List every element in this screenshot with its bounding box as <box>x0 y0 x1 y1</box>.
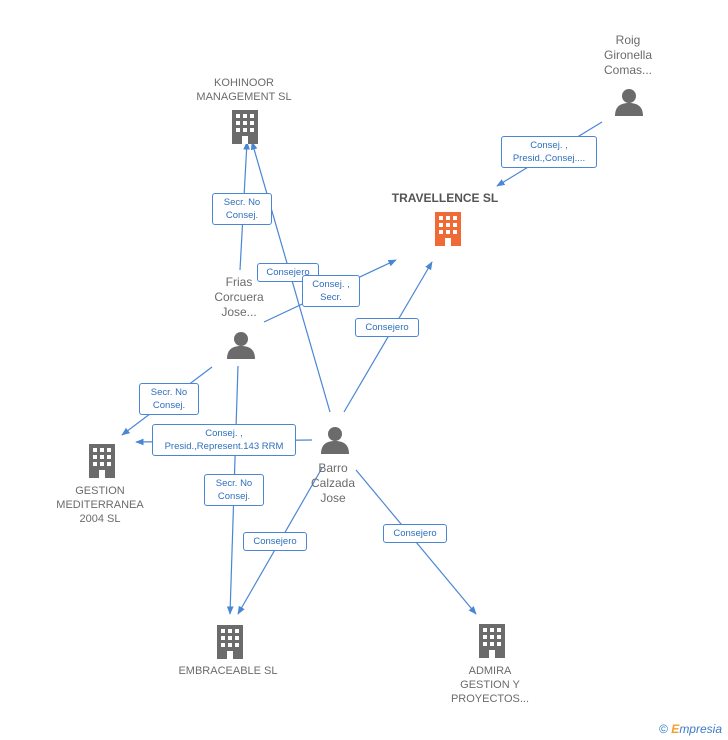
brand-logo-letter: E <box>671 722 680 736</box>
node-gestion-label[interactable]: GESTION MEDITERRANEA 2004 SL <box>56 485 144 525</box>
node-embraceable-label[interactable]: EMBRACEABLE SL <box>178 665 278 677</box>
edge-label-roig-travellence[interactable]: Consej. , Presid.,Consej.... <box>501 136 597 168</box>
brand-name: mpresia <box>679 722 722 736</box>
edge-label-frias-kohinoor[interactable]: Secr. No Consej. <box>212 193 272 225</box>
edge-label-barro-embraceable[interactable]: Consejero <box>243 532 307 551</box>
edge-label-frias-travellence[interactable]: Consej. , Secr. <box>302 275 360 307</box>
node-kohinoor-label[interactable]: KOHINOOR MANAGEMENT SL <box>196 77 292 103</box>
kohinoor-building-icon <box>232 110 258 144</box>
edge-label-barro-gestion[interactable]: Consej. , Presid.,Represent.143 RRM <box>152 424 296 456</box>
edge-label-frias-embraceable[interactable]: Secr. No Consej. <box>204 474 264 506</box>
edge-barro-travellence <box>343 261 433 413</box>
node-admira-label[interactable]: ADMIRA GESTION Y PROYECTOS... <box>450 665 530 705</box>
node-frias-label[interactable]: Frias Corcuera Jose... <box>214 275 264 319</box>
embraceable-building-icon <box>217 625 243 659</box>
edge-label-barro-travellence[interactable]: Consejero <box>355 318 419 337</box>
barro-person-icon <box>321 427 349 454</box>
edge-label-frias-gestion[interactable]: Secr. No Consej. <box>139 383 199 415</box>
frias-person-icon <box>227 332 255 359</box>
admira-building-icon <box>479 624 505 658</box>
roig-person-icon <box>615 89 643 116</box>
node-barro-label[interactable]: Barro Calzada Jose <box>310 461 356 505</box>
brand-footer[interactable]: © Empresia <box>659 722 722 736</box>
gestion-building-icon <box>89 444 115 478</box>
copyright-symbol: © <box>659 722 668 736</box>
node-roig-label[interactable]: Roig Gironella Comas... <box>603 33 653 77</box>
travellence-building-icon <box>435 212 461 246</box>
edge-label-barro-admira[interactable]: Consejero <box>383 524 447 543</box>
node-travellence-label[interactable]: TRAVELLENCE SL <box>391 191 499 205</box>
